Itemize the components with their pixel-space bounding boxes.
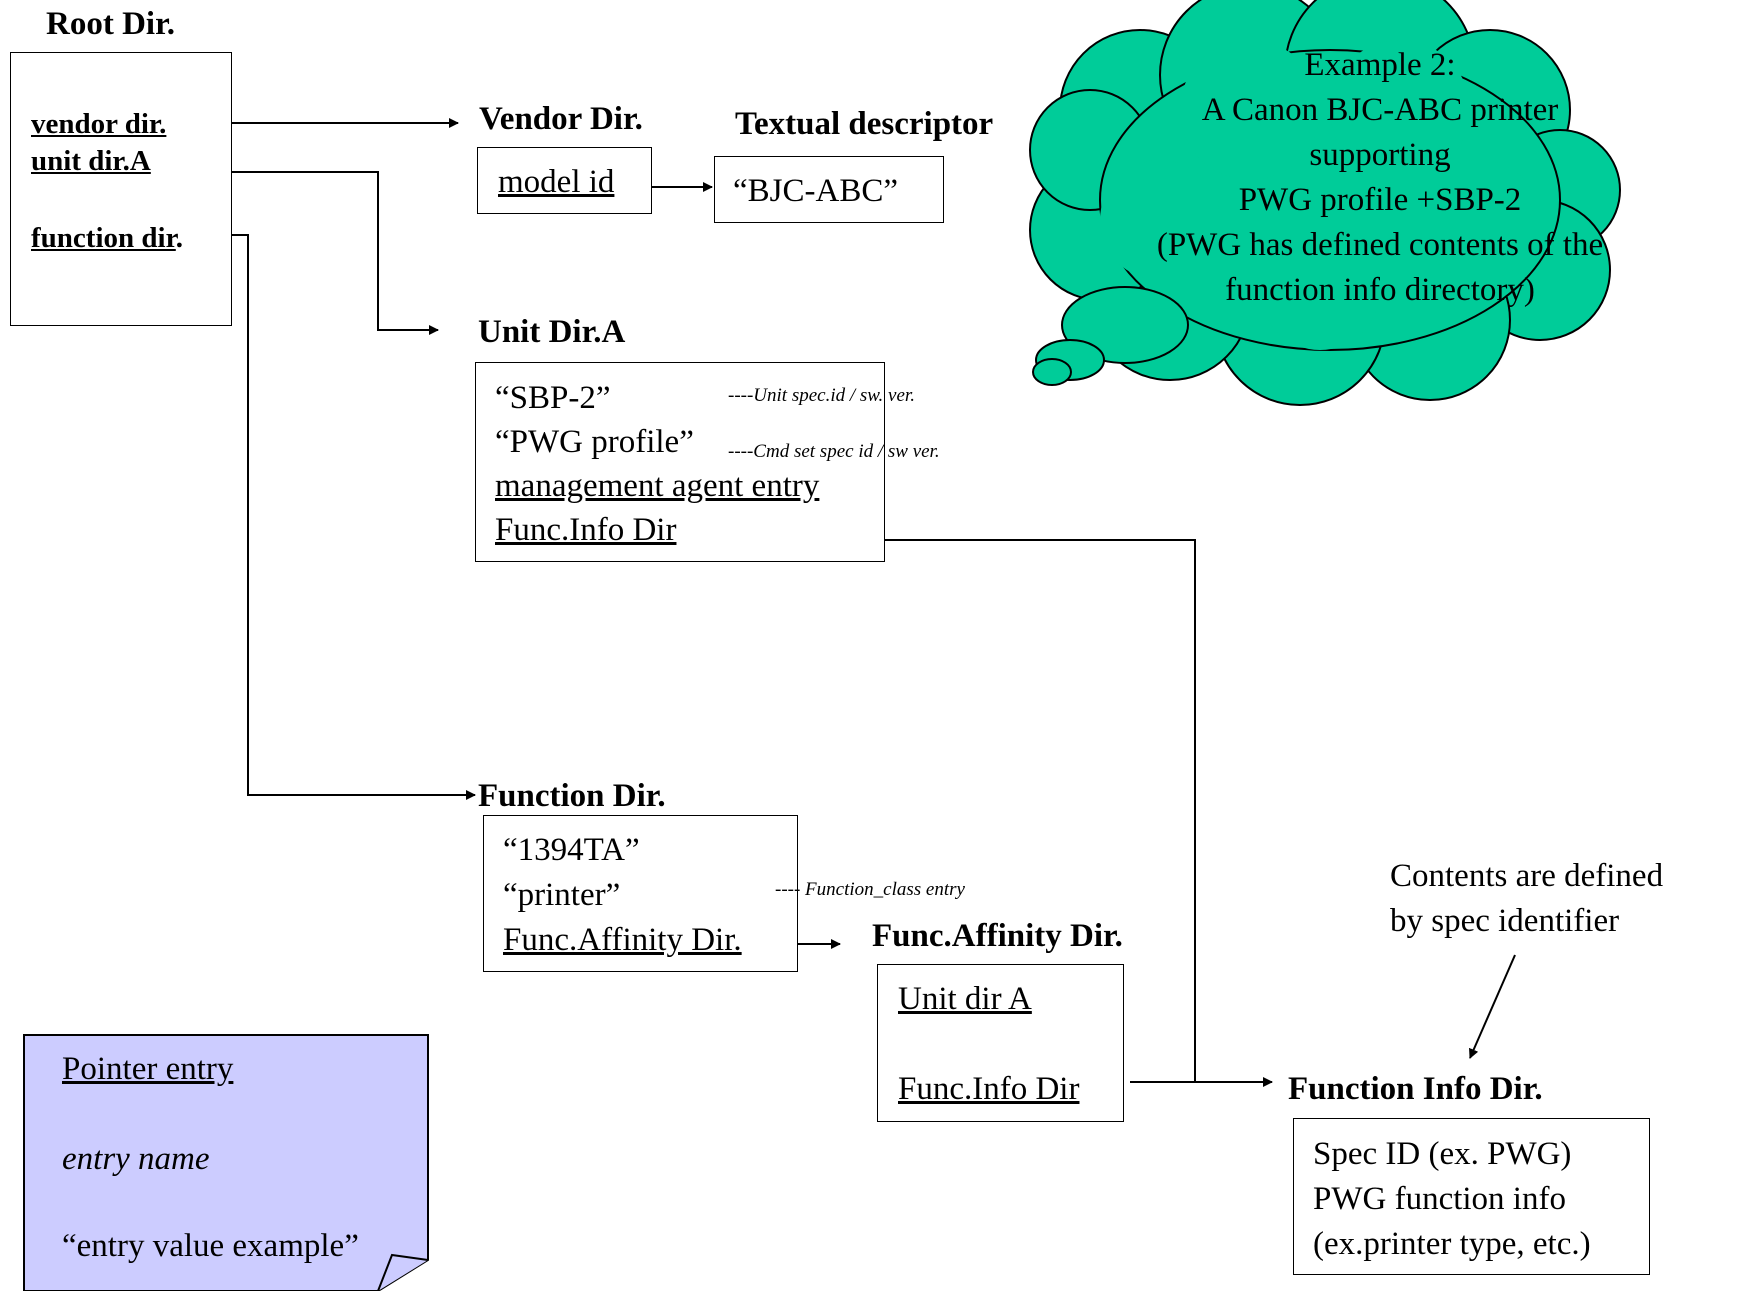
unit-annotation-cmd-set: ----Cmd set spec id / sw ver. [728,441,940,462]
textual-descriptor-title: Textual descriptor [735,106,994,142]
root-dir-box [10,52,232,326]
textual-descriptor-value: “BJC-ABC” [733,173,898,209]
root-entry-function-suffix: . [175,222,184,254]
legend-pointer-entry: Pointer entry [62,1051,234,1087]
affinity-entry-func-info-dir: Func.Info Dir [898,1071,1080,1107]
textual-descriptor-box [714,156,944,223]
vendor-dir-box [477,147,652,214]
legend-entry-name: entry name [62,1141,210,1177]
affinity-dir-box [877,964,1124,1122]
funcinfo-note-line2: by spec identifier [1390,903,1620,939]
unit-dir-box [475,362,885,562]
funcinfo-entry-example: (ex.printer type, etc.) [1313,1226,1591,1262]
root-entry-function-label: function dir [31,222,176,254]
unit-entry-func-info-dir: Func.Info Dir [495,512,677,548]
funcinfo-entry-pwg-info: PWG function info [1313,1181,1566,1217]
legend-note-shape [23,1034,429,1291]
affinity-dir-title: Func.Affinity Dir. [872,918,1123,954]
cloud-text: Example 2: A Canon BJC-ABC printer suppo… [1120,43,1640,313]
root-entry-function: function dir. [31,224,183,253]
unit-entry-management-agent: management agent entry [495,468,820,504]
root-dir-title: Root Dir. [46,6,175,42]
cloud-line: (PWG has defined contents of the [1156,227,1604,263]
function-dir-title: Function Dir. [478,778,666,814]
function-info-dir-box [1293,1118,1650,1275]
vendor-dir-title: Vendor Dir. [479,101,643,137]
unit-entry-pwg-profile: “PWG profile” [495,424,694,460]
function-entry-printer: “printer” [503,877,621,913]
cloud-line: supporting [1309,137,1451,173]
cloud-line: PWG profile +SBP-2 [1238,182,1522,218]
function-entry-1394ta: “1394TA” [503,832,640,868]
unit-annotation-spec-id: ----Unit spec.id / sw. ver. [728,385,915,406]
vendor-entry-model-id: model id [498,164,615,200]
cloud-line: function info directory) [1225,272,1535,308]
cloud-line: A Canon BJC-ABC printer [1201,92,1559,128]
legend-entry-value: “entry value example” [62,1228,359,1264]
root-entry-vendor: vendor dir. [31,108,167,140]
function-info-dir-title: Function Info Dir. [1288,1071,1543,1107]
funcinfo-note-line1: Contents are defined [1390,858,1664,894]
funcinfo-entry-spec-id: Spec ID (ex. PWG) [1313,1136,1572,1172]
unit-entry-sbp2: “SBP-2” [495,380,611,416]
affinity-entry-unit-dir: Unit dir A [898,981,1032,1017]
root-entry-unit: unit dir.A [31,145,151,177]
function-annotation-class: ---- Function_class entry [775,879,965,900]
function-entry-affinity-dir: Func.Affinity Dir. [503,922,742,958]
unit-dir-title: Unit Dir.A [478,314,626,350]
function-dir-box [483,815,798,972]
cloud-line: Example 2: [1304,47,1456,83]
cloud-bubbles [1032,286,1189,386]
